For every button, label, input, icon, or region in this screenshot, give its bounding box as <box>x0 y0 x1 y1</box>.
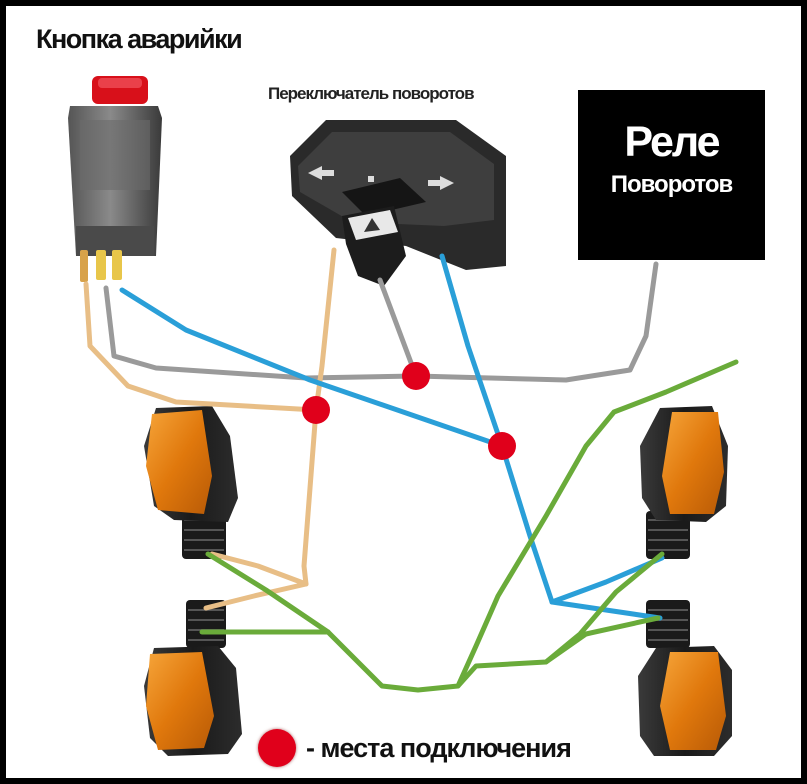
turn-relay-box: Реле Поворотов <box>578 90 765 260</box>
hazard-button <box>68 76 162 282</box>
turn-signal-lens <box>146 652 214 750</box>
junction-point <box>488 432 516 460</box>
hazard-terminal-2 <box>96 250 106 280</box>
junction-point <box>402 362 430 390</box>
wire-beige <box>203 247 337 611</box>
wire-beige <box>209 551 309 587</box>
turn-signal-lens <box>660 652 726 750</box>
turn-signal-rear-left <box>144 600 242 756</box>
junction-point <box>302 396 330 424</box>
turn-signal-lens <box>146 410 212 514</box>
wire-blue <box>119 287 505 449</box>
turn-switch <box>290 120 506 286</box>
legend-text: - места подключения <box>306 732 572 763</box>
relay-label-line2: Поворотов <box>610 171 734 198</box>
wire-blue <box>549 599 663 621</box>
wiring-diagram <box>68 76 739 756</box>
hazard-button-title: Кнопка аварийки <box>36 24 243 54</box>
relay-label-line1: Реле <box>624 118 720 166</box>
turn-switch-label: Переключатель поворотов <box>268 84 475 103</box>
wire-blue <box>549 555 665 605</box>
turn-signal-lens <box>662 412 724 514</box>
hazard-terminal-1 <box>80 250 88 282</box>
turn-signal-front-left <box>144 406 238 559</box>
legend-junction-dot <box>258 729 296 767</box>
turn-signal-front-right <box>640 406 728 559</box>
legend: - места подключения <box>258 728 572 768</box>
arrow-right-icon <box>428 176 454 190</box>
wire-beige <box>83 281 319 413</box>
diagram-canvas: Кнопка аварийки Переключатель поворотов … <box>6 6 801 778</box>
arrow-up-icon <box>364 218 380 232</box>
hazard-terminal-3 <box>112 250 122 280</box>
wire-green <box>543 615 661 665</box>
wire-gray <box>377 277 419 379</box>
turn-signal-rear-right <box>638 600 732 756</box>
arrow-left-icon <box>308 166 334 180</box>
